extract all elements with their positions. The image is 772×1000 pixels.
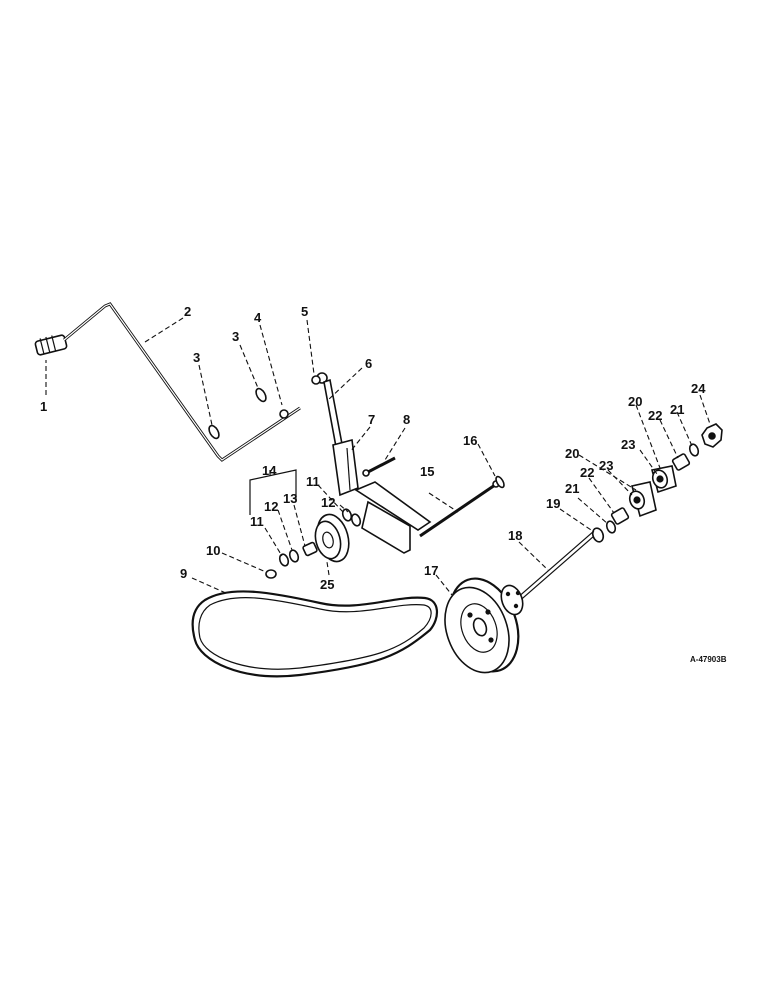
callouts: 1 2 3 3 4 5 6 7 8 9 10 11 11 12 12 13 14… [40,304,727,664]
flange-bearing [651,465,677,494]
callout-21b: 21 [565,481,579,496]
washer [605,520,617,534]
idler-pulley [314,513,350,563]
callout-25: 25 [320,577,334,592]
lock-collar [701,423,723,448]
reference-number: A-47903B [690,655,727,664]
callout-8: 8 [403,412,410,427]
callout-22a: 22 [648,408,662,423]
callout-21a: 21 [670,402,684,417]
callout-16: 16 [463,433,477,448]
callout-4: 4 [254,310,262,325]
bolt [362,456,396,477]
leader-lines [45,317,711,596]
callout-13: 13 [283,491,297,506]
callout-14: 14 [262,463,277,478]
callout-3a: 3 [193,350,200,365]
flange-bearing [628,481,657,518]
callout-6: 6 [365,356,372,371]
callout-11b: 11 [250,514,264,529]
shaft [500,528,600,616]
washer [350,513,362,527]
crank-handle [34,302,301,462]
cotter-pin [255,387,267,403]
washer [288,549,300,563]
callout-12a: 12 [321,495,335,510]
washer [278,553,290,567]
callout-24: 24 [691,381,706,396]
callout-10: 10 [206,543,220,558]
callout-2: 2 [184,304,191,319]
cotter-pin [495,475,505,489]
washer [341,508,353,522]
bearing-sleeve [591,527,605,543]
callout-3b: 3 [232,329,239,344]
nut [265,569,277,579]
callout-20a: 20 [628,394,642,409]
callout-23b: 23 [599,458,613,473]
cotter-pin [208,424,220,440]
v-belt [191,590,438,678]
washer [688,443,700,457]
idler-arm [316,372,359,497]
callout-17: 17 [424,563,438,578]
callout-22b: 22 [580,465,594,480]
callout-15: 15 [420,464,434,479]
bracket [354,480,500,554]
bushing [610,507,630,525]
callout-11a: 11 [306,474,320,489]
washer [311,375,321,385]
callout-18: 18 [508,528,522,543]
bushing [671,453,691,471]
bushing [302,541,318,557]
callout-1: 1 [40,399,47,414]
callout-9: 9 [180,566,187,581]
drive-pulley [444,577,520,674]
callout-23a: 23 [621,437,635,452]
callout-20b: 20 [565,446,579,461]
callout-12b: 12 [264,499,278,514]
callout-7: 7 [368,412,375,427]
callout-19: 19 [546,496,560,511]
callout-5: 5 [301,304,308,319]
